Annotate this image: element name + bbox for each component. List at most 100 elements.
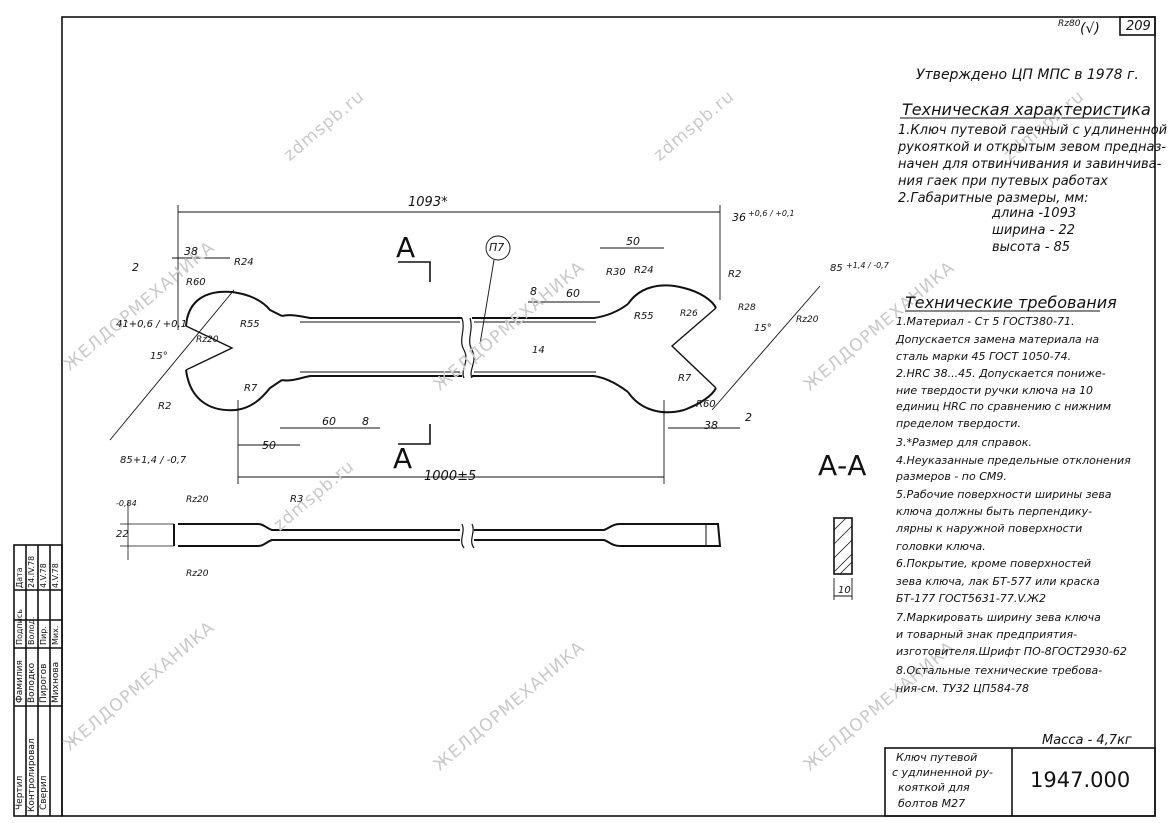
dim-rz20-left: Rz20 bbox=[196, 335, 219, 345]
dim-width: ширина - 22 bbox=[992, 223, 1076, 238]
dim-2-right: 2 bbox=[745, 411, 752, 424]
dim-rz20-right: Rz20 bbox=[796, 315, 819, 325]
stamp-sign: Пир. bbox=[39, 626, 48, 645]
dim-r24-left: R24 bbox=[234, 257, 254, 268]
tech-req-line: 5.Рабочие поверхности ширины зева bbox=[896, 488, 1112, 501]
dimension-lines bbox=[109, 205, 821, 484]
tech-char-line: рукояткой и открытым зевом предназ- bbox=[898, 140, 1167, 155]
mass-label: Масса - 4,7кг bbox=[1042, 733, 1132, 748]
sheet-frame bbox=[13, 16, 1156, 817]
dim-r2-left: R2 bbox=[158, 401, 172, 412]
stamp-sign: Мих. bbox=[51, 625, 60, 645]
tech-req-line: 2.HRC 38...45. Допускается пониже- bbox=[896, 367, 1106, 380]
section-title: А-А bbox=[818, 449, 867, 482]
tech-req-line: ния-см. ТУ32 ЦП584-78 bbox=[896, 682, 1029, 695]
tech-req-line: изготовителя.Шрифт ПО-8ГОСТ2930-62 bbox=[896, 645, 1127, 658]
tech-req-line: 6.Покрытие, кроме поверхностей bbox=[896, 557, 1092, 570]
tech-char-line: начен для отвинчивания и завинчива- bbox=[898, 157, 1162, 172]
tech-req-line: и товарный знак предприятия- bbox=[896, 628, 1078, 641]
dim-8-bottom: 8 bbox=[362, 415, 369, 428]
title-name-line: кояткой для bbox=[898, 781, 970, 794]
stamp-header: Дата bbox=[15, 567, 24, 588]
dim-r24-right: R24 bbox=[634, 265, 654, 276]
approval-text: Утверждено ЦП МПС в 1978 г. bbox=[916, 67, 1139, 83]
stamp-header: Подпись bbox=[15, 609, 24, 645]
dim-overall-length: 1093* bbox=[408, 195, 448, 210]
tech-req-line: БТ-177 ГОСТ5631-77.V.Ж2 bbox=[896, 592, 1046, 605]
dim-60-bottom: 60 bbox=[322, 415, 336, 428]
section-mark-bottom: А bbox=[393, 442, 413, 475]
tech-req-line: лярны к наружной поверхности bbox=[896, 522, 1083, 535]
stamp-sign: Волод. bbox=[27, 616, 36, 645]
dim-60-top: 60 bbox=[566, 287, 580, 300]
dim-r30: R30 bbox=[606, 267, 626, 278]
stamp-header: Фамилия bbox=[15, 660, 25, 703]
tech-req-line: пределом твердости. bbox=[896, 417, 1021, 430]
dim-15-right: 15° bbox=[754, 323, 772, 334]
dim-r60-left: R60 bbox=[186, 277, 206, 288]
drawing-code: 1947.000 bbox=[1030, 768, 1131, 792]
tech-req-line: 4.Неуказанные предельные отклонения bbox=[896, 454, 1131, 467]
title-name-line: болтов М27 bbox=[898, 797, 966, 810]
tech-req-line: сталь марки 45 ГОСТ 1050-74. bbox=[896, 350, 1072, 363]
dim-r55-left: R55 bbox=[240, 319, 260, 330]
dim-r2-right: R2 bbox=[728, 269, 742, 280]
dim-thickness: 22 bbox=[116, 529, 129, 540]
dim-38-right: 38 bbox=[704, 419, 718, 432]
stamp-name: Пирогов bbox=[39, 663, 49, 703]
tech-req-line: единиц HRC по сравнению с нижним bbox=[896, 400, 1112, 413]
dim-jaw-left: 41+0,6 / +0,1 bbox=[116, 319, 188, 330]
dim-r7-right: R7 bbox=[678, 373, 692, 384]
roughness-mark: Rz80 bbox=[1058, 19, 1081, 29]
dim-section-width: 10 bbox=[838, 585, 851, 596]
stamp-date: 4.V.78 bbox=[39, 563, 48, 588]
wrench-top-view bbox=[185, 284, 717, 414]
section-a-a bbox=[833, 517, 853, 600]
wrench-side-view bbox=[120, 500, 722, 560]
callout-label: П7 bbox=[489, 241, 505, 254]
title-name-line: Ключ путевой bbox=[896, 751, 978, 764]
stamp-role: Контролировал bbox=[27, 738, 37, 812]
sheet-number: 209 bbox=[1126, 19, 1151, 34]
tech-req-line: головки ключа. bbox=[896, 540, 986, 553]
tech-req-line: Допускается замена материала на bbox=[896, 333, 1100, 346]
dim-14: 14 bbox=[532, 345, 545, 356]
dim-r26: R26 bbox=[680, 309, 698, 319]
stamp-name: Михнова bbox=[51, 661, 61, 703]
dim-r3: R3 bbox=[290, 494, 304, 505]
tech-char-line: 2.Габаритные размеры, мм: bbox=[898, 191, 1089, 206]
stamp-role: Сверил bbox=[39, 775, 49, 810]
dim-50-top: 50 bbox=[626, 235, 640, 248]
tech-req-line: 7.Маркировать ширину зева ключа bbox=[896, 611, 1101, 624]
dim-height-left: 85+1,4 / -0,7 bbox=[120, 455, 187, 466]
stamp-date: 24.IV.78 bbox=[27, 555, 36, 588]
dim-thickness-tol: -0,84 bbox=[116, 499, 137, 508]
dim-r60-right: R60 bbox=[696, 399, 716, 410]
tech-req-line: 3.*Размер для справок. bbox=[896, 436, 1032, 449]
dim-8-top: 8 bbox=[530, 285, 537, 298]
dim-jaw-right: 36 bbox=[732, 211, 746, 224]
dim-height: высота - 85 bbox=[992, 240, 1071, 255]
stamp-role: Чертил bbox=[15, 775, 25, 810]
dim-rz20-side-bottom: Rz20 bbox=[186, 569, 209, 579]
dim-r28: R28 bbox=[738, 303, 756, 313]
text-underlines bbox=[900, 117, 1130, 749]
tech-char-line: ния гаек при путевых работах bbox=[898, 174, 1108, 189]
dim-rz20-side-top: Rz20 bbox=[186, 495, 209, 505]
dim-r7-left: R7 bbox=[244, 383, 258, 394]
dim-length: длина -1093 bbox=[992, 206, 1077, 221]
stamp-name: Володко bbox=[27, 662, 37, 703]
dim-38-left: 38 bbox=[184, 245, 198, 258]
dim-jaw-right-tol: +0,6 / +0,1 bbox=[748, 209, 795, 218]
tech-req-line: ние твердости ручки ключа на 10 bbox=[896, 384, 1094, 397]
tech-req-line: 1.Материал - Ст 5 ГОСТ380-71. bbox=[896, 315, 1075, 328]
check-mark: (√) bbox=[1080, 21, 1100, 37]
dim-r55-right: R55 bbox=[634, 311, 654, 322]
dim-height-right-tol: +1,4 / -0,7 bbox=[846, 261, 889, 270]
title-name-line: с удлиненной ру- bbox=[892, 766, 994, 779]
tech-req-line: размеров - по СМ9. bbox=[896, 470, 1007, 483]
dim-height-right: 85 bbox=[830, 263, 843, 274]
tech-char-title: Техническая характеристика bbox=[902, 100, 1151, 119]
tech-req-line: зева ключа, лак БТ-577 или краска bbox=[896, 575, 1100, 588]
